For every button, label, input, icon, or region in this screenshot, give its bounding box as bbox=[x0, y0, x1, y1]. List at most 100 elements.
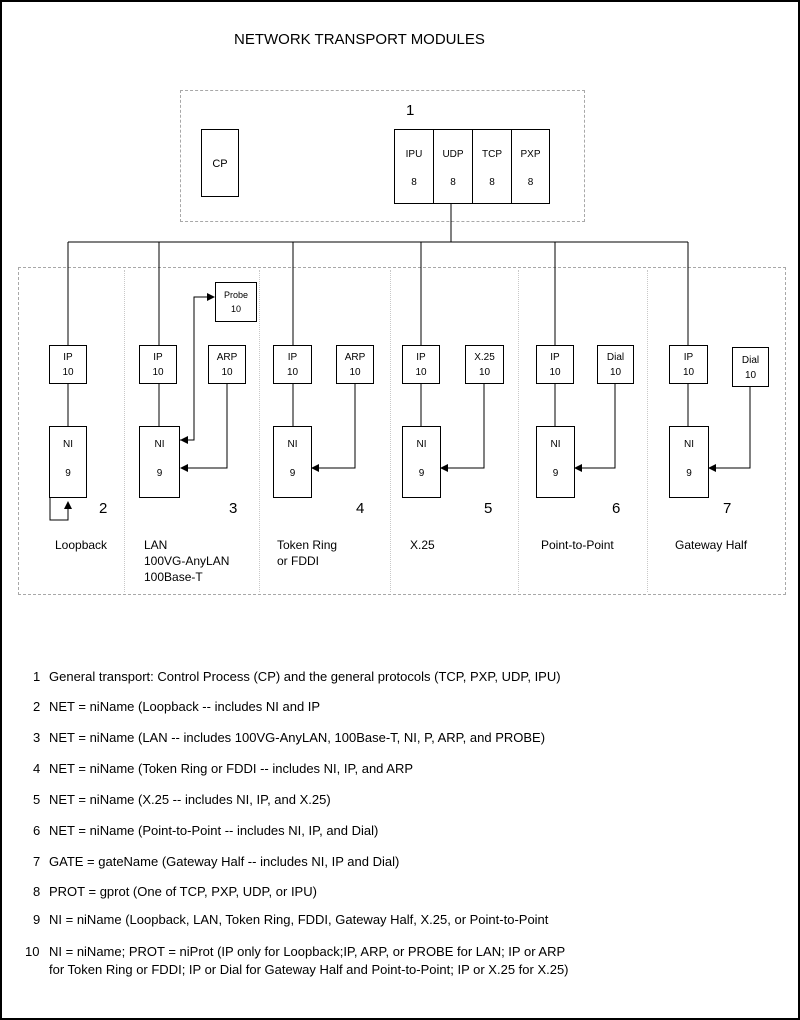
protocol-pxp-number: 8 bbox=[527, 177, 534, 188]
lan-ip-box: IP 10 bbox=[139, 345, 177, 384]
ip-number: 10 bbox=[682, 367, 695, 378]
ip-number: 10 bbox=[549, 367, 561, 378]
lan-label-line-3: 100Base-T bbox=[144, 570, 203, 584]
x25-label: X.25 bbox=[474, 352, 495, 363]
legend-num: 6 bbox=[33, 823, 41, 838]
x25-label-line-1: X.25 bbox=[410, 538, 435, 552]
probe-label: Probe bbox=[223, 290, 249, 300]
legend-text: for Token Ring or FDDI; IP or Dial for G… bbox=[49, 962, 569, 977]
ip-label: IP bbox=[416, 352, 426, 363]
protocol-udp-cell: UDP 8 bbox=[434, 130, 473, 203]
ni-label: NI bbox=[550, 439, 561, 450]
ip-label: IP bbox=[550, 352, 560, 363]
protocol-ipu-number: 8 bbox=[411, 177, 417, 188]
legend-num: 8 bbox=[33, 884, 41, 899]
ip-number: 10 bbox=[152, 367, 164, 378]
ni-label: NI bbox=[63, 439, 73, 450]
legend-text: NI = niName (Loopback, LAN, Token Ring, … bbox=[49, 912, 549, 927]
general-protocols-box: IPU 8 UDP 8 TCP 8 PXP 8 bbox=[394, 129, 550, 204]
ptp-ip-box: IP 10 bbox=[536, 345, 574, 384]
ip-label: IP bbox=[287, 352, 298, 363]
ip-label: IP bbox=[63, 352, 73, 363]
legend-text: NET = niName (Loopback -- includes NI an… bbox=[49, 699, 321, 714]
loopback-ip-box: IP 10 bbox=[49, 345, 87, 384]
tokenring-ip-box: IP 10 bbox=[273, 345, 312, 384]
ip-number: 10 bbox=[415, 367, 427, 378]
lan-label-line-1: LAN bbox=[144, 538, 168, 552]
loopback-label-line-1: Loopback bbox=[55, 538, 108, 552]
arp-number: 10 bbox=[349, 367, 361, 378]
ni-number: 9 bbox=[65, 468, 71, 479]
legend-text: PROT = gprot (One of TCP, PXP, UDP, or I… bbox=[49, 884, 317, 899]
protocol-udp-label: UDP bbox=[442, 149, 464, 160]
tokenring-number: 4 bbox=[356, 500, 365, 517]
ptp-dial-box: Dial 10 bbox=[597, 345, 634, 384]
x25-ni-box: NI 9 bbox=[402, 426, 441, 498]
legend-num: 10 bbox=[25, 944, 40, 959]
tokenring-arp-box: ARP 10 bbox=[336, 345, 374, 384]
legend-text: NET = niName (LAN -- includes 100VG-AnyL… bbox=[49, 730, 546, 745]
column-divider bbox=[390, 270, 391, 592]
control-process-box: CP bbox=[201, 129, 239, 197]
ni-label: NI bbox=[684, 439, 694, 450]
legend-num: 5 bbox=[33, 792, 41, 807]
gateway-number: 7 bbox=[723, 500, 732, 517]
ptp-label-line-1: Point-to-Point bbox=[541, 538, 614, 552]
ni-number: 9 bbox=[686, 468, 692, 479]
ni-label: NI bbox=[287, 439, 298, 450]
legend-num: 4 bbox=[33, 761, 41, 776]
tokenring-ni-box: NI 9 bbox=[273, 426, 312, 498]
dial-label: Dial bbox=[606, 352, 625, 363]
ip-label: IP bbox=[683, 352, 694, 363]
protocol-tcp-number: 8 bbox=[489, 177, 495, 188]
column-divider bbox=[259, 270, 260, 592]
protocol-ipu-label: IPU bbox=[405, 149, 423, 160]
lan-number: 3 bbox=[229, 500, 238, 517]
loopback-number: 2 bbox=[99, 500, 108, 517]
ip-number: 10 bbox=[62, 367, 74, 378]
ni-number: 9 bbox=[418, 468, 425, 479]
protocol-tcp-label: TCP bbox=[482, 149, 502, 160]
legend-num: 3 bbox=[33, 730, 41, 745]
tokenring-label-line-1: Token Ring bbox=[277, 538, 338, 552]
control-process-label: CP bbox=[212, 158, 228, 170]
legend-text: General transport: Control Process (CP) … bbox=[49, 669, 561, 684]
protocol-ipu-cell: IPU 8 bbox=[395, 130, 434, 203]
lan-arp-box: ARP 10 bbox=[208, 345, 246, 384]
protocol-pxp-cell: PXP 8 bbox=[512, 130, 549, 203]
x25-number: 5 bbox=[484, 500, 493, 517]
gateway-label-line-1: Gateway Half bbox=[675, 538, 748, 552]
ni-number: 9 bbox=[552, 468, 559, 479]
column-divider bbox=[124, 270, 125, 592]
ni-number: 9 bbox=[156, 468, 163, 479]
ptp-number: 6 bbox=[612, 500, 621, 517]
x25-number: 10 bbox=[478, 367, 491, 378]
legend-text: NI = niName; PROT = niProt (IP only for … bbox=[49, 944, 566, 959]
legend-num: 9 bbox=[33, 912, 41, 927]
dial-label: Dial bbox=[741, 355, 760, 366]
protocol-udp-number: 8 bbox=[450, 177, 456, 188]
lan-ni-box: NI 9 bbox=[139, 426, 180, 498]
general-transport-number: 1 bbox=[406, 102, 415, 119]
legend-num: 7 bbox=[33, 854, 41, 869]
gateway-ip-box: IP 10 bbox=[669, 345, 708, 384]
legend-text: NET = niName (X.25 -- includes NI, IP, a… bbox=[49, 792, 331, 807]
probe-module-box: Probe 10 bbox=[215, 282, 257, 322]
ni-number: 9 bbox=[289, 468, 296, 479]
legend-text: GATE = gateName (Gateway Half -- include… bbox=[49, 854, 400, 869]
probe-number: 10 bbox=[230, 304, 241, 314]
ni-label: NI bbox=[154, 439, 165, 450]
ip-label: IP bbox=[153, 352, 163, 363]
legend-text: NET = niName (Token Ring or FDDI -- incl… bbox=[49, 761, 414, 776]
ip-number: 10 bbox=[286, 367, 299, 378]
general-transport-area bbox=[180, 90, 585, 222]
network-modules-area bbox=[18, 267, 786, 595]
ni-label: NI bbox=[416, 439, 427, 450]
legend-num: 2 bbox=[33, 699, 41, 714]
column-divider bbox=[647, 270, 648, 592]
loopback-ni-box: NI 9 bbox=[49, 426, 87, 498]
tokenring-label-line-2: or FDDI bbox=[277, 554, 319, 568]
gateway-dial-box: Dial 10 bbox=[732, 347, 769, 387]
